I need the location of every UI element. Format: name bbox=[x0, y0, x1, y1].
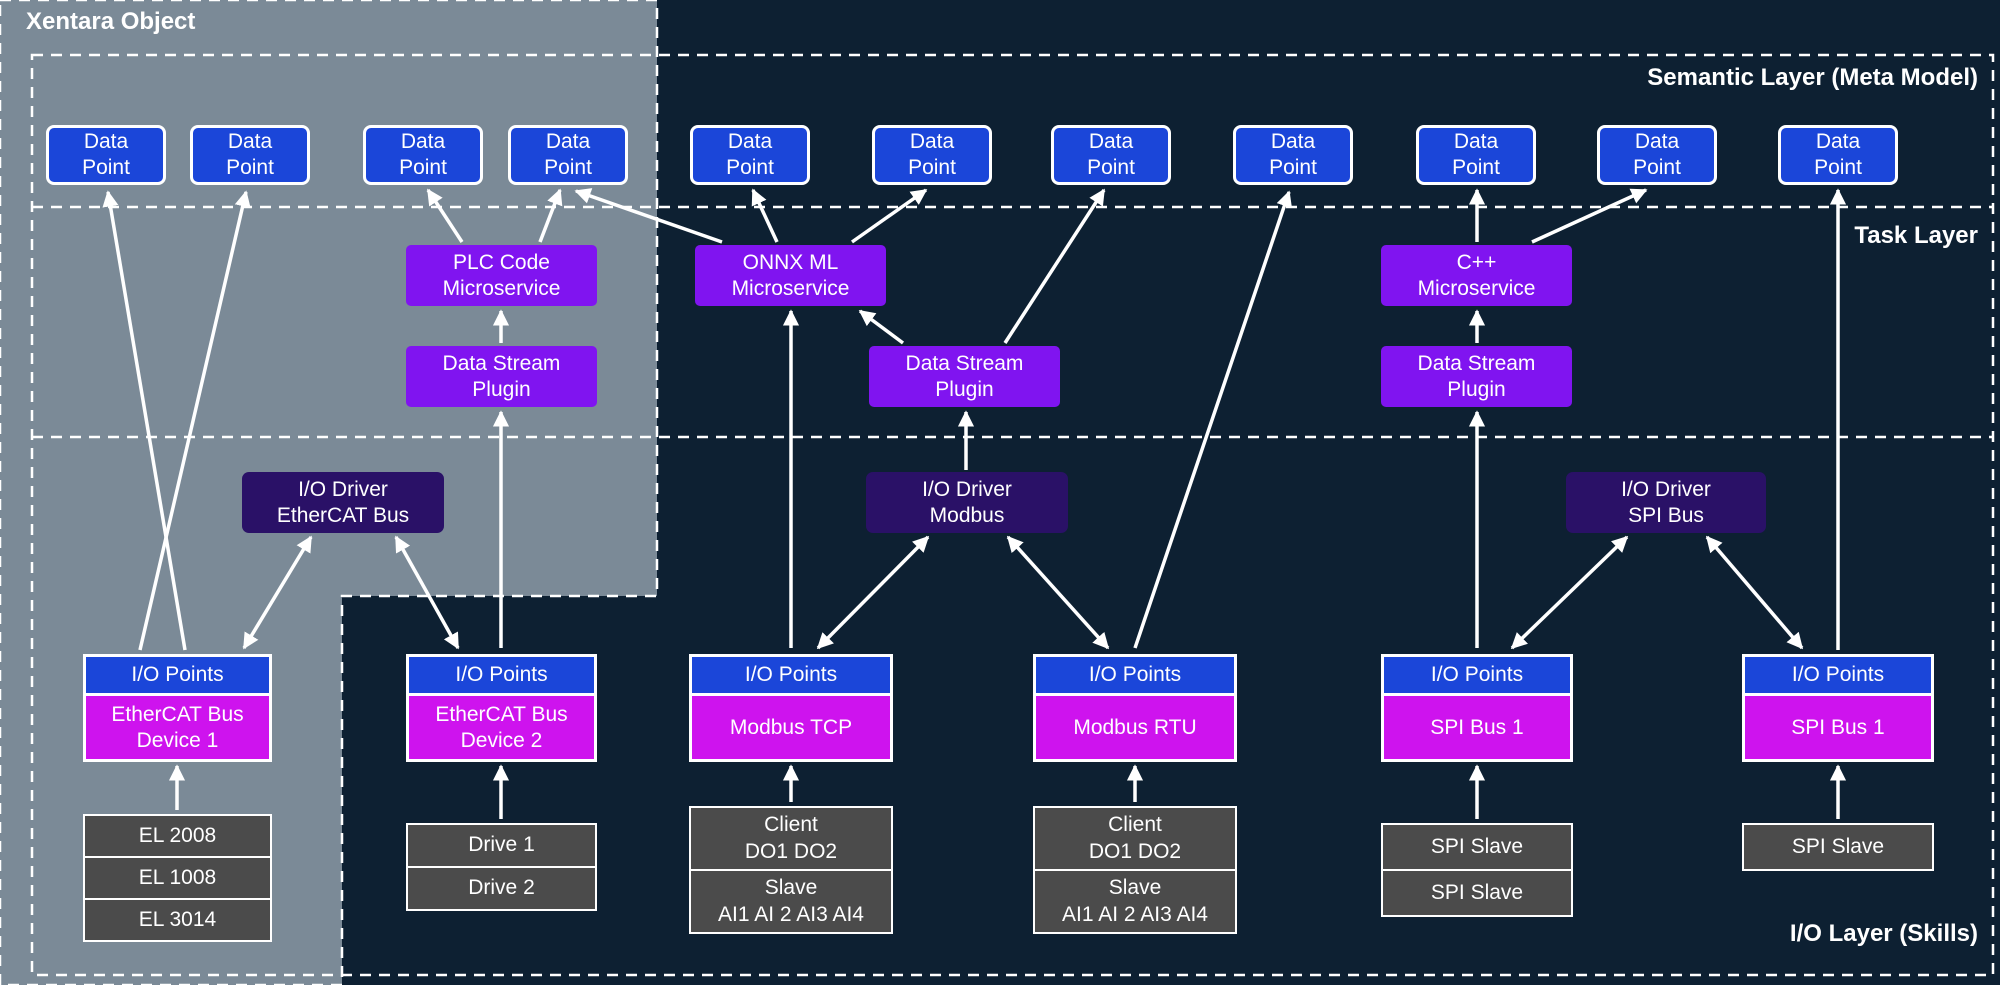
hardware-group-spi1: SPI Slave SPI Slave bbox=[1381, 823, 1573, 917]
device-label: Modbus TCP bbox=[692, 696, 890, 759]
task-layer-label: Task Layer bbox=[1854, 222, 1978, 249]
io-points-header: I/O Points bbox=[1745, 657, 1931, 696]
data-stream-plugin-right: Data Stream Plugin bbox=[1381, 346, 1572, 407]
io-layer-label: I/O Layer (Skills) bbox=[1789, 920, 1978, 947]
io-driver-modbus: I/O Driver Modbus bbox=[866, 472, 1068, 533]
hardware-group-modbus-rtu: Client DO1 DO2 Slave AI1 AI 2 AI3 AI4 bbox=[1033, 806, 1237, 934]
io-stack-ethercat-device2: I/O Points EtherCAT Bus Device 2 bbox=[406, 654, 597, 762]
hardware-modbus-tcp-client: Client DO1 DO2 bbox=[689, 806, 893, 871]
data-stream-plugin-left: Data Stream Plugin bbox=[406, 346, 597, 407]
hardware-group-modbus-tcp: Client DO1 DO2 Slave AI1 AI 2 AI3 AI4 bbox=[689, 806, 893, 934]
device-label: SPI Bus 1 bbox=[1384, 696, 1570, 759]
hardware-spi-slave: SPI Slave bbox=[1381, 823, 1573, 871]
data-point-9: Data Point bbox=[1416, 125, 1536, 185]
plc-code-microservice: PLC Code Microservice bbox=[406, 245, 597, 306]
io-stack-modbus-rtu: I/O Points Modbus RTU bbox=[1033, 654, 1237, 762]
data-point-6: Data Point bbox=[872, 125, 992, 185]
io-stack-spi-bus2: I/O Points SPI Bus 1 bbox=[1742, 654, 1934, 762]
hardware-group-ethercat1: EL 2008 EL 1008 EL 3014 bbox=[83, 814, 272, 942]
device-label: EtherCAT Bus Device 1 bbox=[86, 696, 269, 759]
cpp-microservice: C++ Microservice bbox=[1381, 245, 1572, 306]
data-point-5: Data Point bbox=[690, 125, 810, 185]
data-point-8: Data Point bbox=[1233, 125, 1353, 185]
hardware-el3014: EL 3014 bbox=[83, 898, 272, 942]
hardware-modbus-tcp-slave: Slave AI1 AI 2 AI3 AI4 bbox=[689, 869, 893, 934]
io-stack-modbus-tcp: I/O Points Modbus TCP bbox=[689, 654, 893, 762]
xentara-object-title: Xentara Object bbox=[26, 8, 196, 35]
device-label: Modbus RTU bbox=[1036, 696, 1234, 759]
data-point-3: Data Point bbox=[363, 125, 483, 185]
device-label: SPI Bus 1 bbox=[1745, 696, 1931, 759]
hardware-modbus-rtu-client: Client DO1 DO2 bbox=[1033, 806, 1237, 871]
device-label: EtherCAT Bus Device 2 bbox=[409, 696, 594, 759]
data-point-7: Data Point bbox=[1051, 125, 1171, 185]
io-points-header: I/O Points bbox=[86, 657, 269, 696]
hardware-spi-slave: SPI Slave bbox=[1381, 869, 1573, 917]
io-points-header: I/O Points bbox=[409, 657, 594, 696]
onnx-ml-microservice: ONNX ML Microservice bbox=[695, 245, 886, 306]
hardware-group-ethercat2: Drive 1 Drive 2 bbox=[406, 823, 597, 911]
data-point-2: Data Point bbox=[190, 125, 310, 185]
hardware-drive1: Drive 1 bbox=[406, 823, 597, 868]
hardware-spi-slave: SPI Slave bbox=[1742, 823, 1934, 871]
hardware-group-spi2: SPI Slave bbox=[1742, 823, 1934, 871]
layers-outer-border bbox=[30, 53, 1995, 977]
hardware-modbus-rtu-slave: Slave AI1 AI 2 AI3 AI4 bbox=[1033, 869, 1237, 934]
hardware-drive2: Drive 2 bbox=[406, 866, 597, 911]
io-driver-ethercat: I/O Driver EtherCAT Bus bbox=[242, 472, 444, 533]
io-stack-ethercat-device1: I/O Points EtherCAT Bus Device 1 bbox=[83, 654, 272, 762]
data-stream-plugin-mid: Data Stream Plugin bbox=[869, 346, 1060, 407]
io-points-header: I/O Points bbox=[692, 657, 890, 696]
hardware-el2008: EL 2008 bbox=[83, 814, 272, 858]
data-point-4: Data Point bbox=[508, 125, 628, 185]
io-points-header: I/O Points bbox=[1036, 657, 1234, 696]
semantic-layer-label: Semantic Layer (Meta Model) bbox=[1647, 64, 1978, 91]
io-points-header: I/O Points bbox=[1384, 657, 1570, 696]
io-driver-spi: I/O Driver SPI Bus bbox=[1566, 472, 1766, 533]
data-point-10: Data Point bbox=[1597, 125, 1717, 185]
io-stack-spi-bus1: I/O Points SPI Bus 1 bbox=[1381, 654, 1573, 762]
data-point-1: Data Point bbox=[46, 125, 166, 185]
hardware-el1008: EL 1008 bbox=[83, 856, 272, 900]
data-point-11: Data Point bbox=[1778, 125, 1898, 185]
